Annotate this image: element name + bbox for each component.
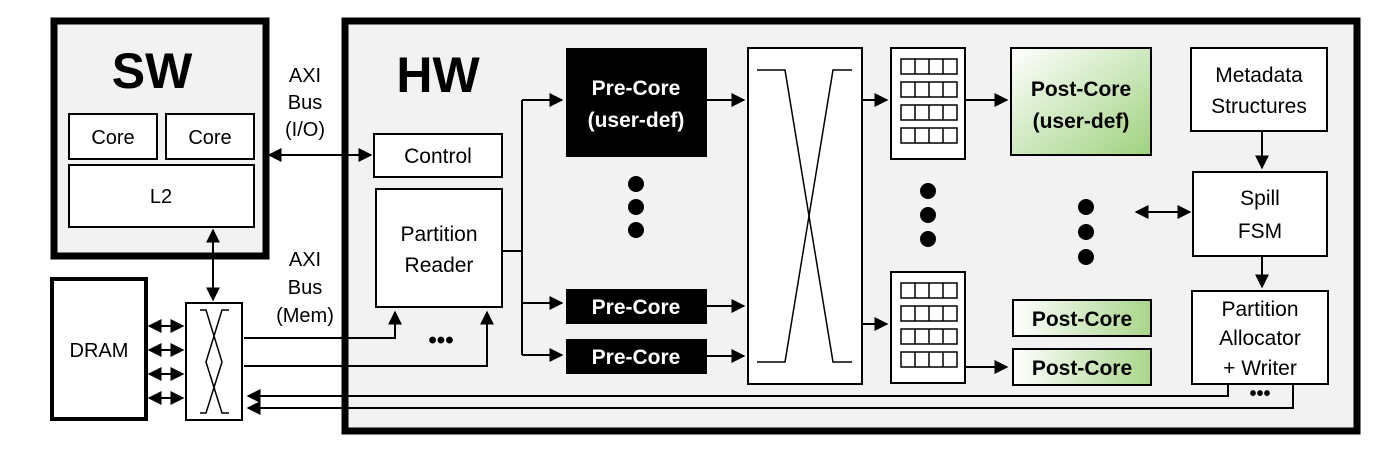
svg-text:Metadata: Metadata — [1215, 64, 1303, 87]
svg-text:Partition: Partition — [1221, 298, 1298, 321]
hw-title: HW — [396, 47, 480, 103]
svg-text:Post-Core: Post-Core — [1032, 308, 1132, 331]
svg-text:Structures: Structures — [1211, 95, 1307, 118]
svg-text:+ Writer: + Writer — [1223, 357, 1297, 380]
svg-text:Pre-Core: Pre-Core — [592, 296, 681, 319]
reader-inputs-ellipsis: ••• — [428, 327, 453, 354]
svg-text:AXI: AXI — [289, 249, 321, 271]
partition-reader-block: Partition Reader — [375, 188, 503, 308]
writer-to-memory-lines — [246, 384, 1294, 415]
l2-label: L2 — [150, 186, 172, 208]
buffer-top — [890, 47, 966, 160]
core-right-box — [165, 113, 255, 160]
buffer-bottom — [890, 271, 966, 384]
buffer-to-postcore-arrows — [965, 93, 1009, 374]
svg-text:Post-Core: Post-Core — [1032, 357, 1132, 380]
svg-text:Pre-Core: Pre-Core — [592, 346, 681, 369]
sw-block: SW Core Core L2 — [50, 17, 270, 260]
svg-text:(user-def): (user-def) — [1033, 110, 1130, 133]
pre-core-userdef: Pre-Core (user-def) — [566, 48, 707, 157]
svg-text:(I/O): (I/O) — [285, 119, 325, 141]
partition-allocator-writer-block: Partition Allocator + Writer — [1191, 290, 1329, 385]
svg-text:Allocator: Allocator — [1219, 327, 1301, 350]
crossbar-to-buffer-arrows — [862, 93, 889, 331]
pre-core-ellipsis — [628, 176, 644, 238]
core-left-label: Core — [91, 127, 134, 149]
svg-text:Reader: Reader — [405, 254, 474, 277]
svg-text:(Mem): (Mem) — [276, 305, 334, 327]
dram-crossbar-arrows — [147, 319, 185, 405]
dram-label: DRAM — [70, 340, 129, 362]
axi-mem-label: AXI Bus (Mem) — [276, 249, 334, 327]
buffer-ellipsis — [920, 183, 936, 247]
post-core-1: Post-Core — [1012, 299, 1152, 337]
svg-text:Post-Core: Post-Core — [1031, 78, 1131, 101]
precore-to-crossbar-arrows — [707, 93, 746, 363]
control-block: Control — [373, 133, 503, 178]
metadata-structures-block: Metadata Structures — [1190, 47, 1328, 132]
core-left-box — [68, 113, 158, 160]
sw-title: SW — [112, 43, 193, 99]
svg-text:AXI: AXI — [289, 65, 321, 87]
spill-fsm-block: Spill FSM — [1192, 171, 1328, 257]
axi-io-label: AXI Bus (I/O) — [285, 65, 325, 141]
svg-text:Bus: Bus — [288, 92, 322, 114]
mem-to-reader-lines — [244, 310, 494, 367]
svg-text:FSM: FSM — [1238, 220, 1282, 243]
svg-text:Partition: Partition — [400, 223, 477, 246]
l2-box — [68, 164, 255, 228]
writer-outputs-ellipsis: ••• — [1249, 383, 1270, 405]
svg-text:Bus: Bus — [288, 277, 322, 299]
control-label: Control — [404, 145, 472, 168]
main-crossbar — [747, 47, 863, 385]
post-core-userdef: Post-Core (user-def) — [1010, 47, 1152, 156]
post-core-ellipsis — [1078, 199, 1094, 265]
reader-to-precore-lines — [502, 93, 564, 362]
svg-text:(user-def): (user-def) — [588, 109, 685, 132]
memory-crossbar — [185, 302, 243, 421]
svg-text:Spill: Spill — [1240, 187, 1280, 210]
dram-block: DRAM — [50, 277, 148, 421]
post-core-2: Post-Core — [1012, 348, 1152, 386]
core-right-label: Core — [188, 127, 231, 149]
pre-core-1: Pre-Core — [566, 289, 707, 324]
pre-core-2: Pre-Core — [566, 339, 707, 374]
svg-text:Pre-Core: Pre-Core — [592, 77, 681, 100]
